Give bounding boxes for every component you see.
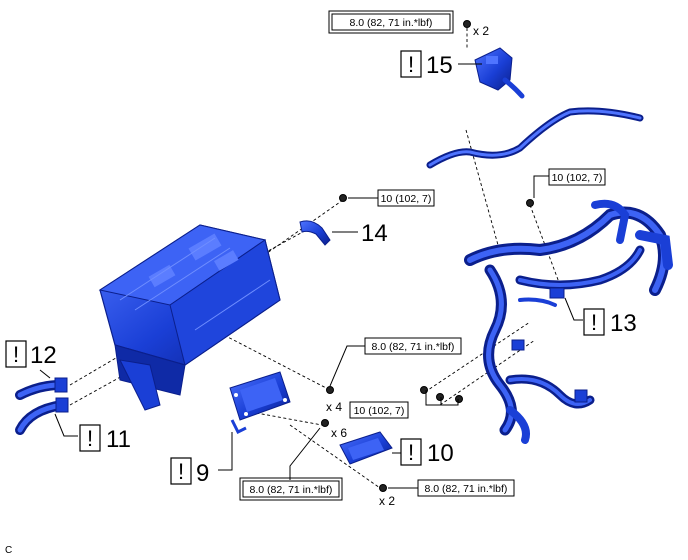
bolt-icon: [379, 484, 387, 492]
svg-text:8.0 (82, 71 in.*lbf): 8.0 (82, 71 in.*lbf): [372, 341, 455, 353]
bolt-icon: [526, 199, 534, 207]
svg-text:12: 12: [30, 342, 57, 369]
caution-icon: [400, 50, 422, 78]
svg-text:!: !: [178, 459, 184, 484]
torque-spec-13: 10 (102, 7): [548, 168, 606, 186]
svg-text:9: 9: [196, 460, 209, 487]
bolt-icon: [321, 419, 329, 427]
part-label-14: 14: [361, 220, 388, 247]
figure-code: C: [5, 545, 12, 556]
quantity-10: x 2: [379, 494, 395, 508]
svg-text:8.0 (82, 71 in.*lbf): 8.0 (82, 71 in.*lbf): [250, 484, 333, 496]
torque-spec-10: 8.0 (82, 71 in.*lbf): [417, 479, 515, 497]
svg-text:10 (102, 7): 10 (102, 7): [354, 405, 405, 417]
cover-part-9: [229, 371, 291, 435]
svg-text:8.0 (82, 71 in.*lbf): 8.0 (82, 71 in.*lbf): [350, 17, 433, 29]
svg-text:!: !: [87, 426, 93, 451]
torque-spec-9: 8.0 (82, 71 in.*lbf): [239, 477, 343, 501]
part-label-13: ! 13: [583, 308, 637, 337]
bolt-icon: [339, 194, 347, 202]
cover-part-10: [339, 431, 393, 465]
quantity-mid: x 4: [326, 400, 342, 414]
torque-spec-mid: 8.0 (82, 71 in.*lbf): [364, 337, 462, 355]
bolts: [321, 20, 534, 492]
svg-text:10 (102, 7): 10 (102, 7): [552, 172, 603, 184]
bolt-icon: [463, 20, 471, 28]
bolt-icon: [436, 393, 444, 401]
part-label-11: ! 11: [79, 424, 131, 453]
svg-text:8.0 (82, 71 in.*lbf): 8.0 (82, 71 in.*lbf): [425, 483, 508, 495]
torque-spec-15: 8.0 (82, 71 in.*lbf): [328, 10, 454, 34]
bolt-icon: [455, 395, 463, 403]
wire-harness-part-13: [464, 199, 673, 444]
svg-text:!: !: [408, 440, 414, 465]
svg-text:13: 13: [610, 310, 637, 337]
caution-icon: [583, 308, 605, 336]
pipe-top-right: [426, 107, 644, 169]
quantity-9: x 6: [331, 426, 347, 440]
bracket-part-14: [299, 220, 331, 246]
svg-text:!: !: [13, 342, 19, 367]
hoses-parts-11-12: [15, 377, 69, 435]
caution-icon: [400, 438, 422, 466]
inverter-assembly: [98, 224, 281, 411]
connector-part-15: [474, 47, 525, 99]
svg-text:10: 10: [427, 440, 454, 467]
bolt-icon: [326, 386, 334, 394]
svg-text:!: !: [591, 310, 597, 335]
svg-text:!: !: [408, 52, 414, 77]
part-label-9: ! 9: [170, 457, 209, 487]
label-leaders: [39, 63, 583, 489]
torque-spec-lower: 10 (102, 7): [349, 401, 409, 419]
caution-icon: [5, 340, 27, 368]
torque-spec-14: 10 (102, 7): [377, 189, 435, 207]
svg-text:11: 11: [106, 426, 131, 453]
svg-text:10 (102, 7): 10 (102, 7): [381, 193, 432, 205]
part-label-15: ! 15: [400, 50, 453, 79]
svg-text:15: 15: [426, 52, 453, 79]
caution-icon: [79, 424, 101, 452]
svg-text:14: 14: [361, 220, 388, 247]
part-label-10: ! 10: [400, 438, 454, 467]
caution-icon: [170, 457, 192, 485]
part-label-12: ! 12: [5, 340, 57, 369]
quantity-15: x 2: [473, 24, 489, 38]
